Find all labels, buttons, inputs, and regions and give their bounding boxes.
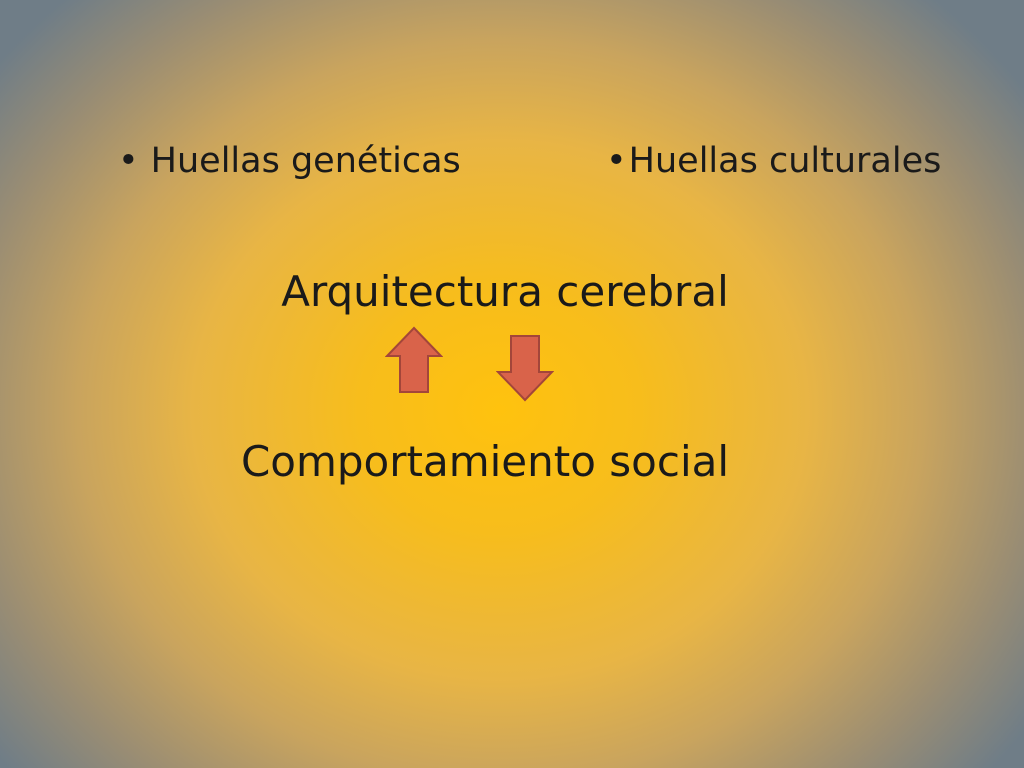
bullet-item-genetic: • Huellas genéticas	[118, 138, 461, 184]
arrow-down-icon	[496, 335, 554, 402]
concept-brain-architecture: Arquitectura cerebral	[281, 267, 729, 316]
arrow-up-shape	[385, 326, 443, 393]
bullet-item-cultural: •Huellas culturales	[606, 138, 941, 184]
bullet-marker: •	[606, 141, 627, 181]
arrow-up-icon	[385, 326, 443, 393]
bullet-text: Huellas genéticas	[150, 141, 461, 181]
arrow-down-shape	[496, 335, 554, 402]
concept-social-behavior: Comportamiento social	[240, 437, 730, 486]
bullet-text: Huellas culturales	[628, 141, 942, 181]
bullet-marker: •	[118, 141, 139, 181]
